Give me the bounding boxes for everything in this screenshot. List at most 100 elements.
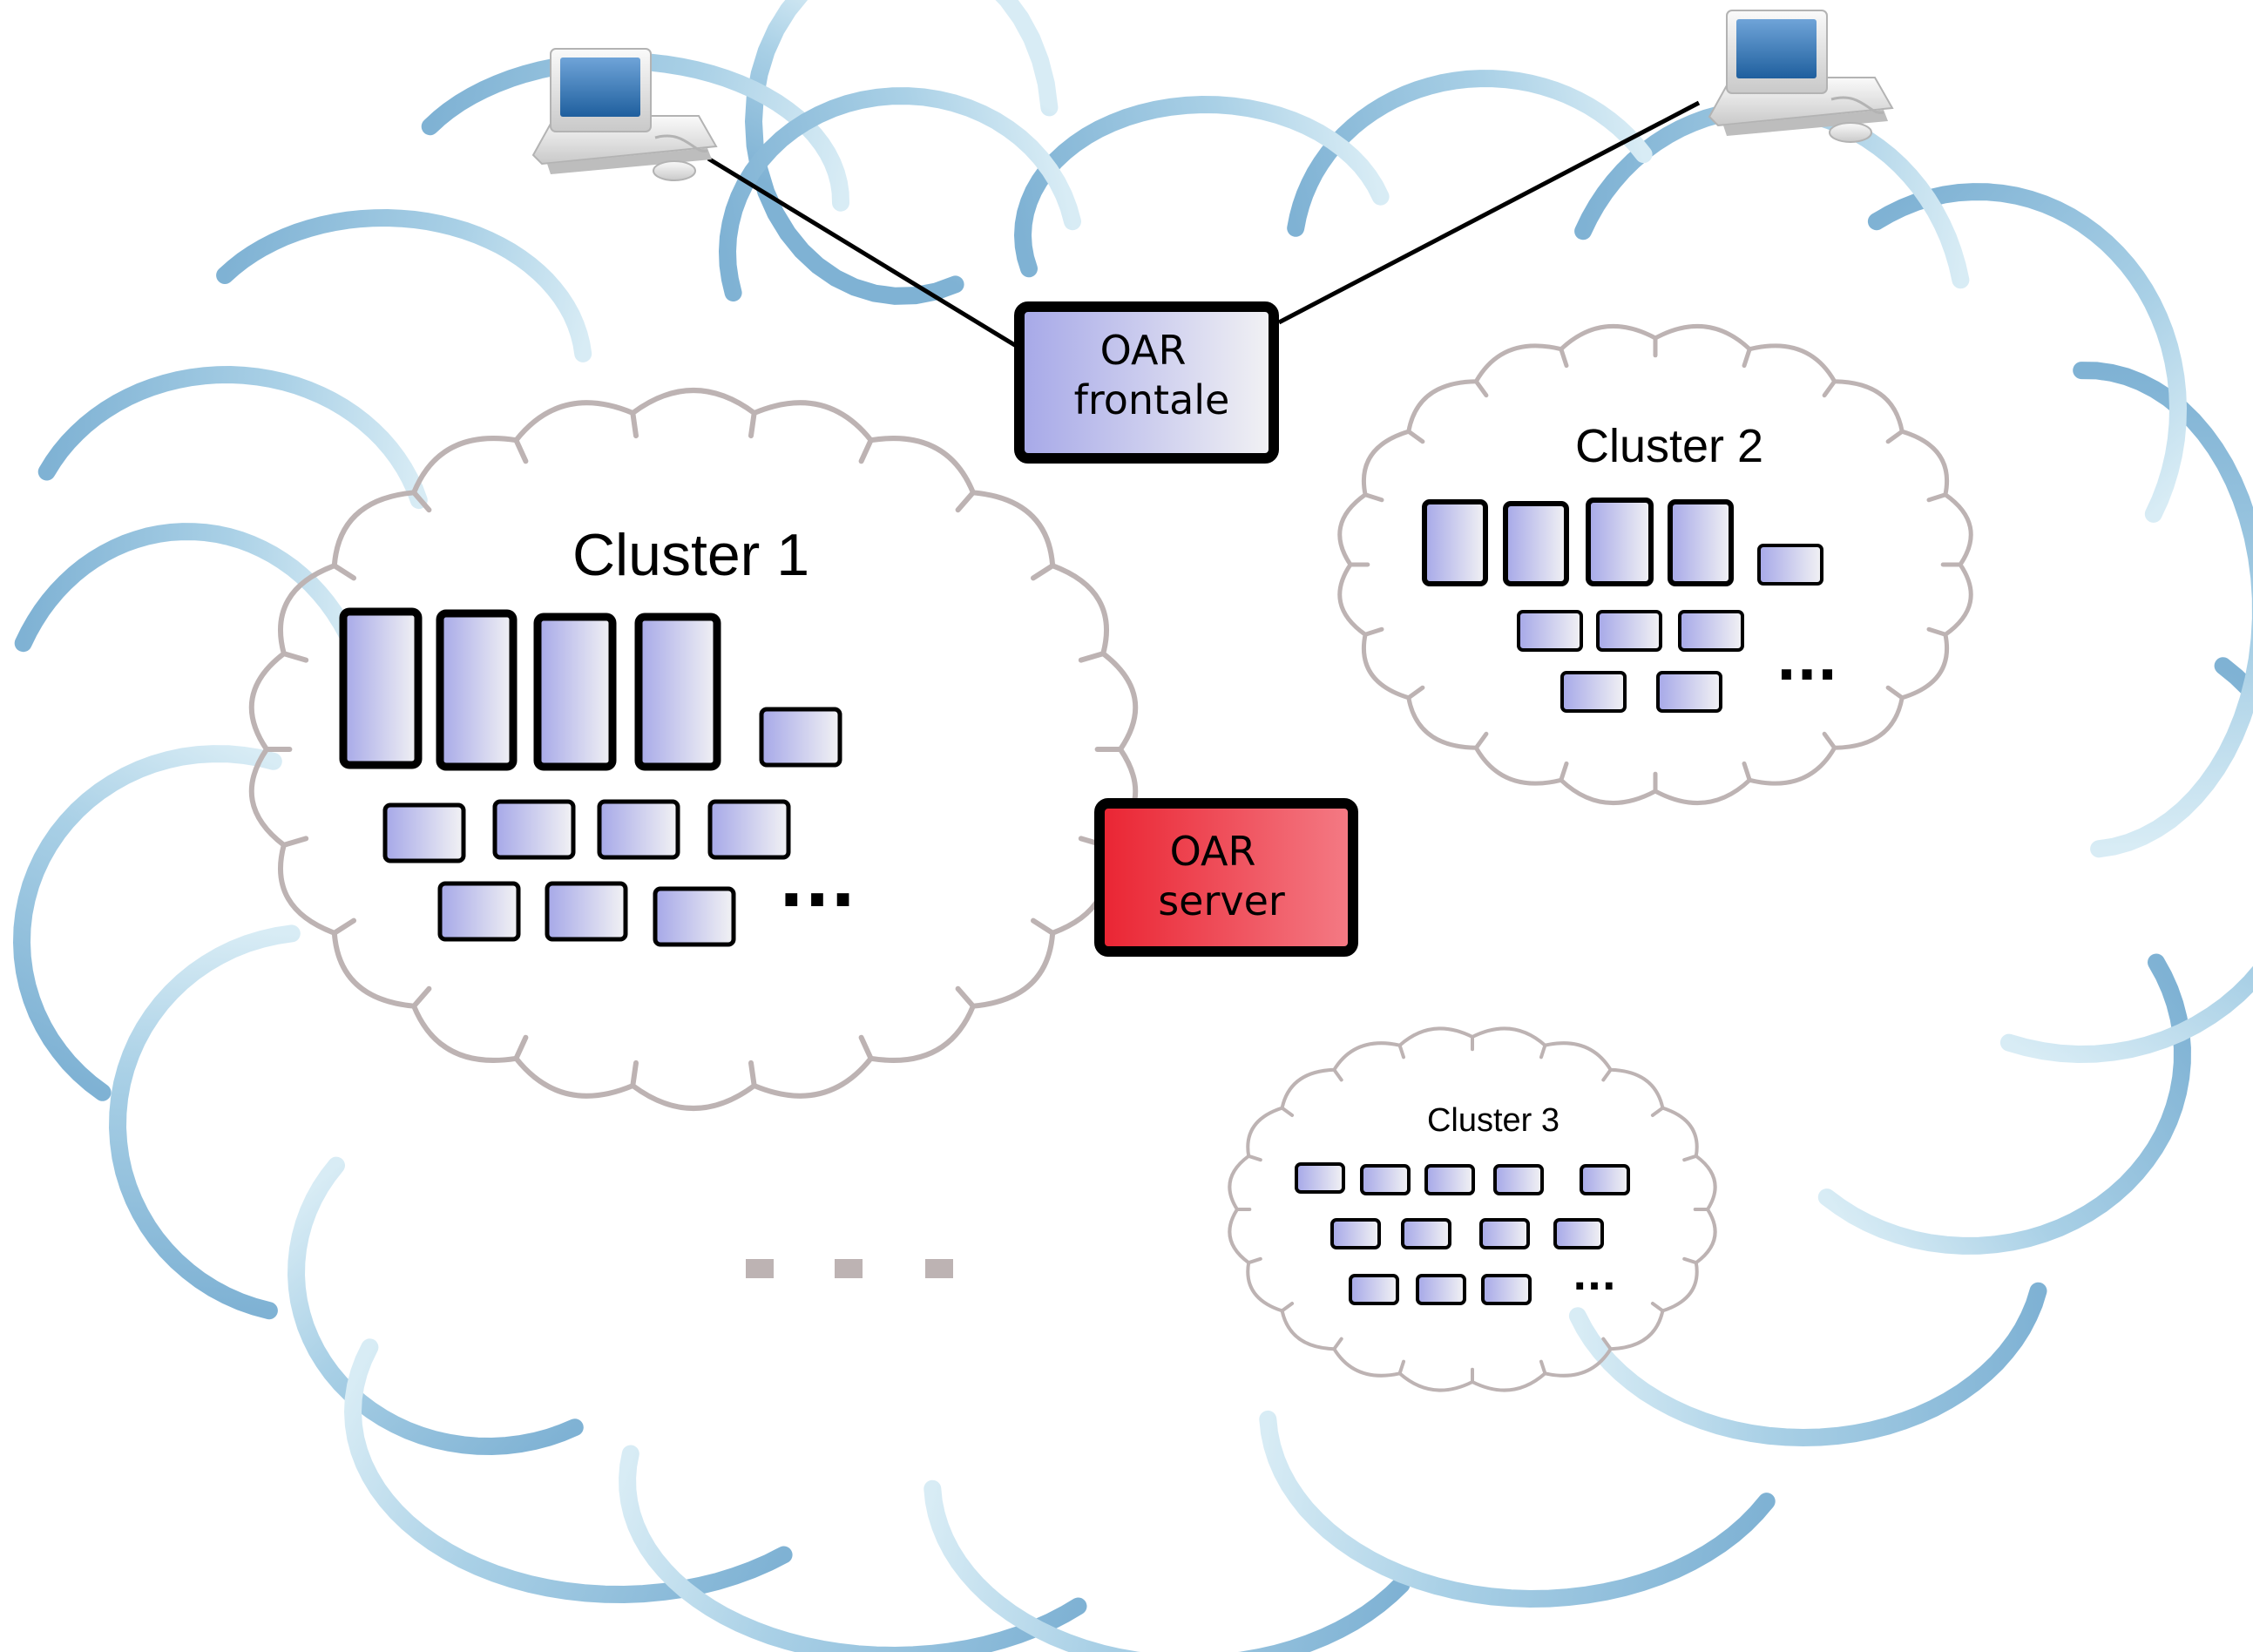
cluster-cloud-hook [1601, 1337, 1613, 1351]
server-node[interactable] [533, 613, 617, 771]
server-node[interactable] [492, 799, 576, 860]
cluster-3-nodes [1295, 1162, 1630, 1305]
grid-cloud-arc [37, 365, 428, 510]
cluster-2[interactable]: Cluster 2 ... [1422, 420, 1838, 713]
cluster-cloud-icon [248, 388, 1139, 1111]
cluster-cloud-hook [1031, 917, 1056, 936]
grid-cloud-arc [1817, 953, 2191, 1255]
server-node[interactable] [1586, 498, 1654, 586]
grid-cloud-arc [1259, 1410, 1776, 1608]
cluster-1[interactable]: Cluster 1 ... [339, 522, 856, 947]
server-node[interactable] [1553, 1218, 1604, 1249]
cluster-cloud-hook [411, 985, 432, 1009]
cluster-cloud-hook [1885, 685, 1905, 701]
cluster-cloud-hook [1822, 731, 1837, 750]
cluster-2-more-nodes: ... [1776, 629, 1838, 693]
cluster-cloud-hook [1822, 379, 1837, 398]
cluster-cloud-hook [1682, 1256, 1698, 1265]
cluster-2-nodes [1422, 498, 1823, 713]
server-node[interactable] [1416, 1274, 1466, 1305]
oar-frontale-label-line1: OAR [1100, 327, 1187, 374]
cluster-cloud-hook [1650, 1106, 1665, 1117]
network-links [707, 100, 1701, 349]
cluster-cloud-hook [281, 836, 309, 848]
server-node[interactable] [1295, 1162, 1345, 1194]
grid-cloud-arc [14, 523, 366, 666]
server-node[interactable] [1656, 671, 1722, 713]
cluster-cloud-hook [1559, 347, 1569, 369]
cluster-2-label: Cluster 2 [1575, 420, 1763, 472]
cluster-1-label: Cluster 1 [572, 522, 809, 588]
grid-cloud-arc [924, 1479, 1411, 1652]
cluster-cloud-hook [630, 410, 639, 439]
cluster-3[interactable]: Cluster 3 ... [1295, 1102, 1630, 1305]
server-node[interactable] [1481, 1274, 1532, 1305]
server-node[interactable] [1757, 544, 1823, 586]
server-node[interactable] [1580, 1164, 1630, 1195]
cluster-cloud-hook [1601, 1067, 1613, 1082]
cluster-cloud-hook [1332, 1067, 1343, 1082]
server-node[interactable] [545, 881, 628, 942]
server-node[interactable] [707, 799, 791, 860]
server-node[interactable] [437, 881, 521, 942]
server-node[interactable] [1360, 1164, 1411, 1195]
cluster-cloud-hook [1742, 761, 1752, 782]
cluster-3-label: Cluster 3 [1427, 1102, 1560, 1139]
link-right-workstation [1277, 100, 1701, 325]
server-node[interactable] [1560, 671, 1627, 713]
server-node[interactable] [1422, 499, 1488, 586]
cluster-1-more-nodes: ... [779, 844, 856, 923]
server-node[interactable] [1330, 1218, 1381, 1249]
server-node[interactable] [1493, 1164, 1544, 1195]
more-clusters-indicator [746, 1259, 953, 1278]
server-node[interactable] [382, 802, 466, 863]
server-node[interactable] [1596, 610, 1662, 652]
more-clusters-dot [925, 1259, 953, 1278]
oar-server-label-line2: server [1158, 877, 1285, 924]
server-node[interactable] [653, 886, 736, 947]
cluster-cloud-hook [1247, 1256, 1262, 1265]
server-node[interactable] [759, 707, 842, 768]
cluster-cloud-hook [281, 651, 309, 663]
workstation-right[interactable] [1708, 10, 1894, 143]
cluster-cloud-hook [1280, 1106, 1295, 1117]
server-node[interactable] [1678, 610, 1744, 652]
cluster-clouds [248, 323, 1973, 1392]
server-node[interactable] [1349, 1274, 1399, 1305]
server-node[interactable] [1424, 1164, 1475, 1195]
server-node[interactable] [339, 607, 423, 769]
grid-cloud-arc [1287, 70, 1653, 237]
workstation-left[interactable] [531, 48, 718, 181]
server-node[interactable] [1517, 610, 1583, 652]
cluster-cloud-hook [513, 437, 529, 464]
server-node[interactable] [1479, 1218, 1530, 1249]
cluster-cloud-icon [1228, 1026, 1717, 1392]
grid-cloud-arc [421, 51, 849, 212]
server-node[interactable] [1668, 499, 1734, 586]
cluster-cloud-icon [1337, 323, 1973, 806]
server-node[interactable] [1503, 501, 1569, 586]
oar-frontale-box[interactable]: OAR frontale [1014, 301, 1279, 464]
cluster-cloud-hook [331, 563, 356, 581]
server-node[interactable] [1401, 1218, 1451, 1249]
cluster-cloud-hook [1280, 1302, 1295, 1313]
server-node[interactable] [436, 609, 518, 771]
cluster-cloud-hook [1473, 731, 1489, 750]
cluster-cloud-hook [1247, 1154, 1262, 1162]
oar-server-box[interactable]: OAR server [1094, 798, 1358, 957]
cluster-cloud-hook [1885, 429, 1905, 444]
cluster-cloud-hook [955, 985, 976, 1009]
cluster-cloud-hook [1473, 379, 1489, 398]
cluster-cloud-hook [1078, 651, 1106, 663]
cluster-cloud-hook [1926, 626, 1948, 637]
grid-cloud-arc [619, 1445, 1087, 1652]
cluster-cloud-hook [1682, 1154, 1698, 1162]
grid-cloud-arc [12, 745, 282, 1101]
desktop-computer-icon [531, 48, 718, 181]
cluster-3-more-nodes: ... [1573, 1255, 1616, 1299]
cluster-cloud-hook [1397, 1043, 1405, 1060]
server-node[interactable] [597, 799, 680, 860]
cluster-cloud-hook [1363, 626, 1384, 637]
server-node[interactable] [634, 613, 721, 771]
